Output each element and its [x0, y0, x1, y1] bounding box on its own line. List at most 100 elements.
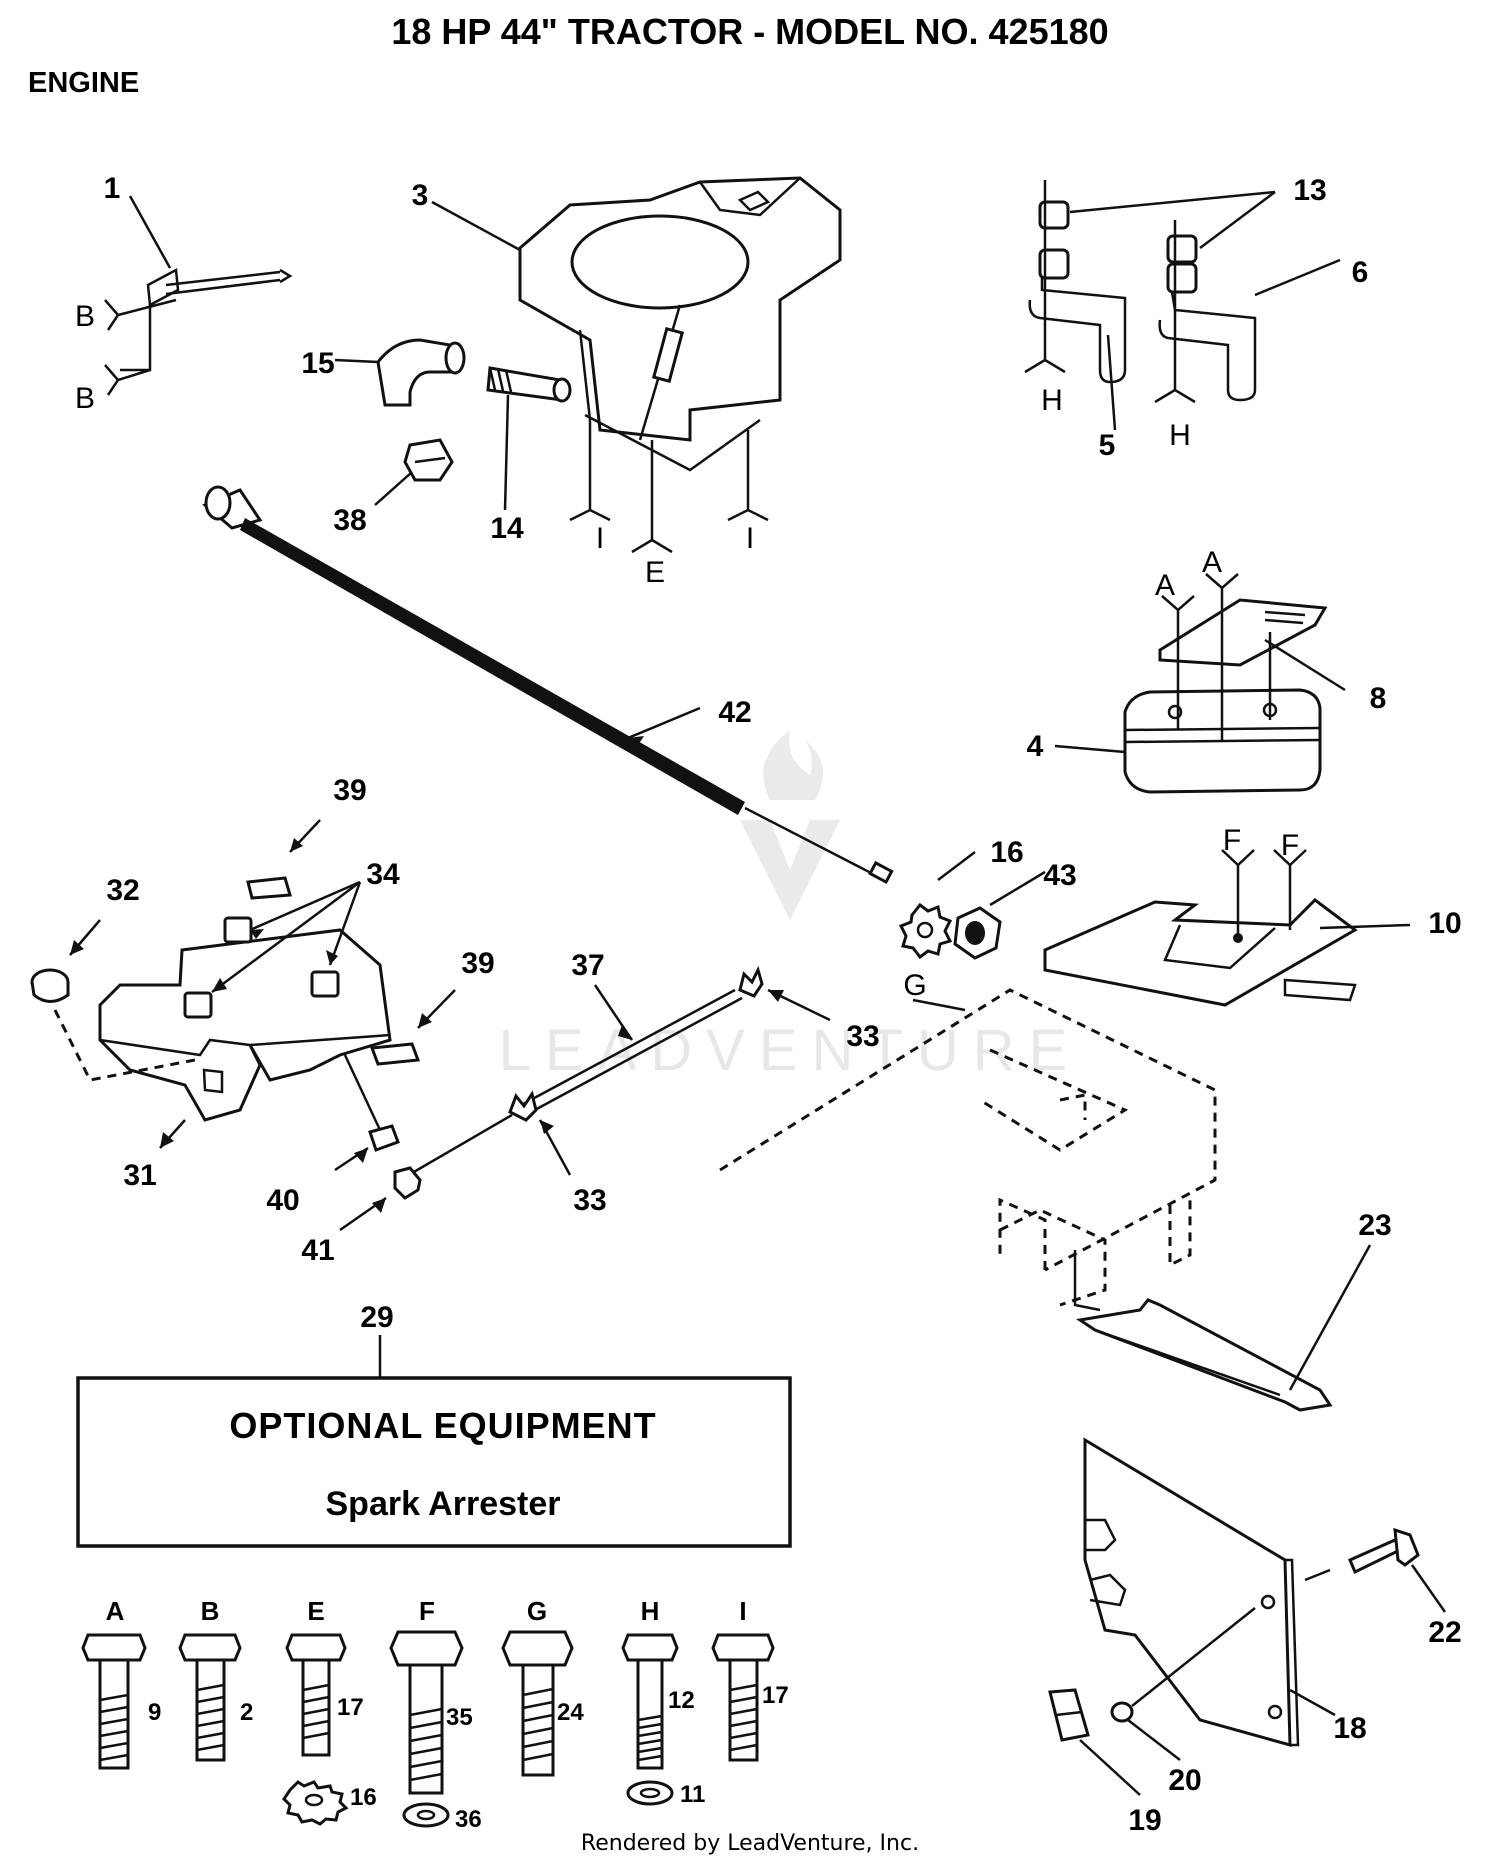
section-title: ENGINE	[28, 67, 139, 99]
callout-19: 19	[1128, 1804, 1161, 1837]
part-4-muffler	[1054, 688, 1322, 794]
muffler-bolt-markers-A	[1161, 573, 1272, 740]
letter-marker-F2: F	[1281, 829, 1299, 862]
part-19-clip	[1048, 1688, 1141, 1796]
bolt-E	[282, 1633, 349, 1826]
hardware-part-F: 35	[446, 1704, 473, 1731]
callout-13: 13	[1293, 174, 1326, 207]
callout-34: 34	[366, 858, 400, 891]
letter-marker-E: E	[645, 556, 665, 589]
part-16-lock-washer	[898, 851, 976, 960]
hardware-letter-H: H	[641, 1596, 660, 1626]
hardware-part-H: 12	[668, 1687, 695, 1714]
hardware-key	[81, 1630, 775, 1828]
hardware-letter-F: F	[419, 1596, 435, 1626]
part-22-bolt	[1304, 1527, 1447, 1613]
part-20-nut	[1110, 1607, 1256, 1761]
bolt-G	[501, 1630, 574, 1777]
callout-42: 42	[718, 696, 751, 729]
callout-8: 8	[1370, 682, 1387, 715]
hardware-letter-B: B	[201, 1596, 220, 1626]
page-title: 18 HP 44" TRACTOR - MODEL NO. 425180	[391, 11, 1108, 52]
hardware-part-B: 2	[240, 1699, 253, 1726]
callout-32: 32	[106, 874, 139, 907]
part-6-exhaust-pipe	[1154, 220, 1341, 404]
part-39-pads	[246, 819, 456, 1066]
tractor-frame-dashed	[719, 988, 1217, 1307]
callout-1: 1	[104, 172, 121, 205]
part-31-fuel-tank	[98, 916, 392, 1149]
part-5-exhaust-pipe	[1024, 180, 1127, 431]
callout-39a: 39	[333, 774, 366, 807]
callout-5: 5	[1099, 429, 1116, 462]
letter-marker-H1: H	[1041, 384, 1063, 417]
callout-15: 15	[301, 347, 334, 380]
watermark-text: LEADVENTURE	[499, 1018, 1082, 1083]
callout-4: 4	[1027, 730, 1044, 763]
part-42-dipstick	[202, 485, 894, 885]
letter-marker-A2: A	[1202, 546, 1222, 579]
hardware-letter-E: E	[307, 1596, 324, 1626]
part-23-bracket	[1073, 1244, 1372, 1412]
callout-33a: 33	[846, 1020, 879, 1053]
callout-16: 16	[990, 836, 1023, 869]
callout-40: 40	[266, 1184, 299, 1217]
callout-43: 43	[1043, 859, 1076, 892]
callout-3: 3	[412, 179, 429, 212]
hardware-letter-A: A	[106, 1596, 125, 1626]
letter-marker-A1: A	[1155, 569, 1175, 602]
callout-33b: 33	[573, 1184, 606, 1217]
part-43-nut	[953, 870, 1046, 960]
callout-20: 20	[1168, 1764, 1201, 1797]
callout-31: 31	[123, 1159, 156, 1192]
callout-29: 29	[360, 1301, 393, 1334]
optional-equipment-item: Spark Arrester	[326, 1485, 561, 1523]
letter-marker-G: G	[903, 969, 926, 1002]
hardware-part-G: 24	[557, 1699, 584, 1726]
callout-41: 41	[301, 1234, 334, 1267]
bolt-A	[81, 1633, 147, 1770]
callout-18: 18	[1333, 1712, 1366, 1745]
hardware-letter-G: G	[527, 1596, 547, 1626]
letter-marker-I2: I	[746, 522, 754, 555]
callout-10: 10	[1428, 907, 1461, 940]
part-3-engine	[431, 176, 842, 472]
part-37-fuel-line	[511, 984, 743, 1120]
part-40-41-fittings	[334, 1054, 513, 1232]
part-34-leaders	[211, 880, 362, 994]
callout-38: 38	[333, 504, 366, 537]
bolt-F	[389, 1630, 464, 1828]
hardware-letter-I: I	[739, 1596, 746, 1626]
part-13-gaskets-leader	[1069, 190, 1276, 250]
letter-marker-B1: B	[75, 300, 95, 333]
part-38-plug	[374, 438, 454, 506]
callout-39b: 39	[461, 947, 494, 980]
part-33-clamps	[508, 965, 831, 1176]
hardware-washer-E: 16	[350, 1784, 377, 1811]
part-32-fuel-cap	[30, 919, 196, 1082]
hardware-washer-F: 36	[455, 1806, 482, 1833]
bolt-I	[711, 1633, 775, 1762]
letter-marker-I1: I	[596, 522, 604, 555]
letter-marker-H2: H	[1169, 419, 1191, 452]
part-14-pipe	[486, 366, 572, 511]
part-18-panel	[1083, 1437, 1336, 1747]
callout-23: 23	[1358, 1209, 1391, 1242]
callout-22: 22	[1428, 1616, 1461, 1649]
engine-mount-markers	[569, 420, 769, 554]
bolt-B	[178, 1633, 242, 1762]
hardware-part-E: 17	[337, 1694, 364, 1721]
hardware-washer-H: 11	[680, 1781, 705, 1808]
callout-6: 6	[1352, 256, 1369, 289]
footer-credit: Rendered by LeadVenture, Inc.	[581, 1831, 919, 1856]
bolt-H	[621, 1633, 679, 1806]
watermark-logo	[740, 730, 840, 920]
part-1-throttle-bracket	[104, 195, 293, 396]
letter-marker-F1: F	[1223, 824, 1241, 857]
letter-marker-B2: B	[75, 382, 95, 415]
hardware-part-I: 17	[762, 1682, 789, 1709]
callout-37: 37	[571, 949, 604, 982]
hardware-part-A: 9	[148, 1699, 161, 1726]
part-15-elbow	[334, 338, 466, 407]
